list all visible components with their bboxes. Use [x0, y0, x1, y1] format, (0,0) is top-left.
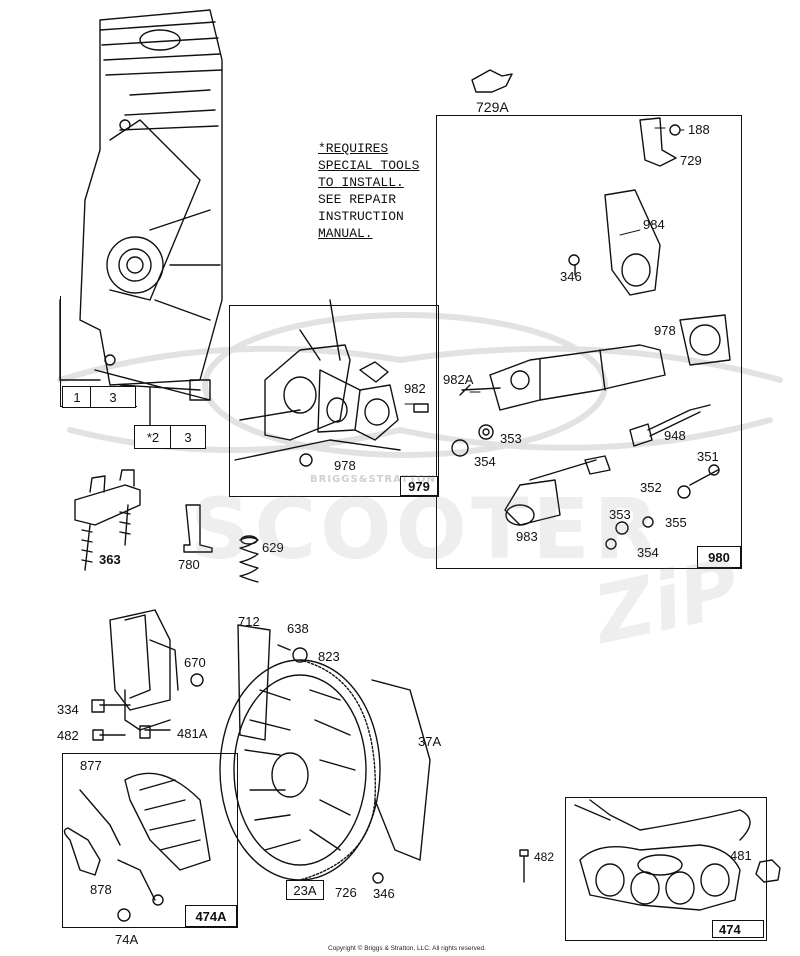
- special-tools-note: *REQUIRES SPECIAL TOOLS TO INSTALL. SEE …: [318, 140, 419, 242]
- part-351: 351: [697, 449, 719, 464]
- part-482a: 482: [57, 728, 79, 743]
- part-948: 948: [664, 428, 686, 443]
- part-346b: 346: [373, 886, 395, 901]
- tag-3a: 3: [90, 386, 136, 408]
- tag-23A: 23A: [286, 880, 324, 900]
- part-355: 355: [665, 515, 687, 530]
- note-line-1: *REQUIRES: [318, 141, 389, 156]
- part-978b: 978: [334, 458, 356, 473]
- alternator-assembly: [63, 772, 211, 922]
- carb-adapter-assembly: [234, 299, 429, 467]
- part-354b: 354: [637, 545, 659, 560]
- note-line-4: SEE REPAIR: [318, 192, 397, 207]
- tag-1: 1: [62, 386, 92, 408]
- panel-980: [436, 115, 742, 569]
- tag-2: *2: [134, 425, 172, 449]
- part-983: 983: [516, 529, 538, 544]
- tag-474: 474: [712, 920, 764, 938]
- part-354a: 354: [474, 454, 496, 469]
- part-982: 982: [404, 381, 426, 396]
- part-978a: 978: [654, 323, 676, 338]
- armature-670: [91, 609, 204, 741]
- tag-474A: 474A: [185, 905, 237, 927]
- part-712: 712: [238, 614, 260, 629]
- copyright-notice: Copyright © Briggs & Stratton, LLC. All …: [328, 945, 486, 952]
- part-37A: 37A: [418, 734, 442, 749]
- tag-3b: 3: [170, 425, 206, 449]
- panel-474A: [62, 753, 238, 928]
- part-726: 726: [335, 885, 357, 900]
- part-878: 878: [90, 882, 112, 897]
- spring-629: [239, 535, 259, 583]
- part-188: 188: [688, 122, 710, 137]
- part-877: 877: [80, 758, 102, 773]
- note-line-3: TO INSTALL.: [318, 175, 404, 190]
- part-481A: 481A: [177, 726, 208, 741]
- part-629: 629: [262, 540, 284, 555]
- stator-474: [574, 799, 751, 911]
- part-982A: 982A: [443, 372, 474, 387]
- note-line-2: SPECIAL TOOLS: [318, 158, 420, 173]
- part-346a: 346: [560, 269, 582, 284]
- part-363: 363: [99, 552, 121, 567]
- part-482b: 482: [534, 850, 555, 864]
- panel-979: [229, 305, 439, 497]
- part-353a: 353: [500, 431, 522, 446]
- bracket-780: [183, 504, 213, 553]
- part-823: 823: [318, 649, 340, 664]
- flywheel: [219, 624, 431, 884]
- part-729A: 729A: [476, 99, 509, 115]
- bracket-363: [74, 469, 141, 571]
- part-481: 481: [730, 848, 752, 863]
- engine-block: [59, 9, 223, 431]
- watermark-brand: SCOOTER: [190, 480, 663, 578]
- panel-474: [565, 797, 767, 941]
- part-352: 352: [640, 480, 662, 495]
- ignition-coil-assembly: [451, 117, 731, 550]
- note-line-6: MANUAL.: [318, 226, 373, 241]
- part-670: 670: [184, 655, 206, 670]
- screw-482: [519, 849, 529, 883]
- part-984: 984: [643, 217, 665, 232]
- clip-729A: [471, 69, 513, 93]
- tag-980: 980: [697, 546, 741, 568]
- watermark-stamp: BRIGGS&STRATTON: [310, 474, 436, 485]
- part-780: 780: [178, 557, 200, 572]
- leader-lines: [404, 127, 685, 405]
- part-334: 334: [57, 702, 79, 717]
- part-729: 729: [680, 153, 702, 168]
- part-638: 638: [287, 621, 309, 636]
- note-line-5: INSTRUCTION: [318, 209, 404, 224]
- tag-979: 979: [400, 476, 438, 496]
- part-74A: 74A: [115, 932, 139, 947]
- part-353b: 353: [609, 507, 631, 522]
- nut-481: [755, 859, 781, 883]
